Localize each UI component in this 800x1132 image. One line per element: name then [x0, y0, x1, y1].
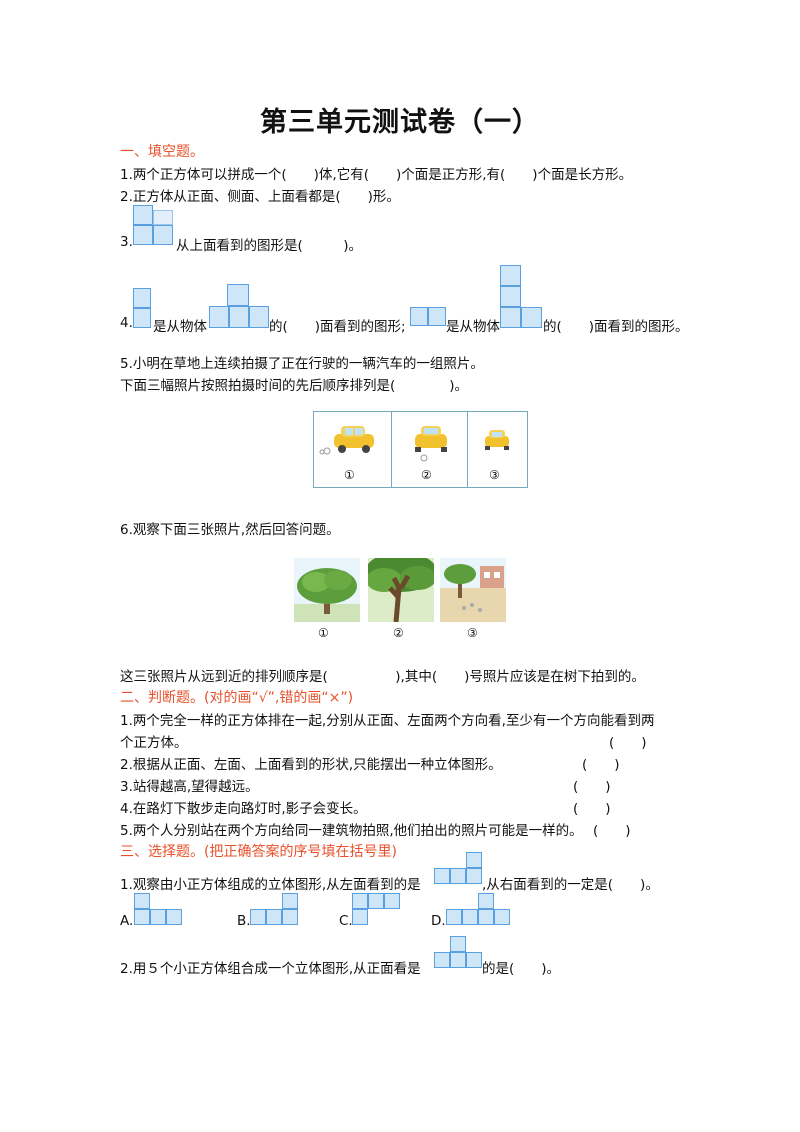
choice-option-c-figure[interactable] [352, 893, 400, 925]
fill-q4-number: 4. [120, 315, 133, 331]
fill-q4-text2: 的( )面看到的图形; [269, 319, 406, 335]
fill-q5-line2: 下面三幅照片按照拍摄时间的先后顺序排列是( )。 [120, 378, 469, 394]
tree-under-icon [365, 552, 437, 623]
cube-figure-choice2-front-view [434, 936, 482, 968]
fill-q5-line1: 5.小明在草地上连续拍摄了正在行驶的一辆汽车的一组照片。 [120, 356, 484, 372]
judge-q3: 3.站得越高,望得越远。 [120, 779, 259, 795]
choice-q1-text2: ,从右面看到的一定是( )。 [482, 877, 659, 893]
judge-q3-answer[interactable]: ( ) [573, 779, 611, 795]
choice-option-b-figure[interactable] [250, 893, 298, 925]
judge-q5: 5.两个人分别站在两个方向给同一建筑物拍照,他们拍出的照片可能是一样的。 [120, 823, 583, 839]
tree-photo-label-3: ③ [467, 626, 478, 640]
car-rear-icon [415, 426, 447, 462]
choice-q1-text1: 1.观察由小正方体组成的立体图形,从左面看到的是 [120, 877, 421, 893]
choice-q2-text1: 2.用５个小正方体组合成一个立体图形,从正面看是 [120, 961, 421, 977]
car-rear-small-icon [485, 430, 509, 450]
car-photo-strip: ① ② ③ [313, 411, 528, 488]
section-heading-fill: 一、填空题。 [120, 144, 204, 160]
cube-figure-q4-view2 [410, 307, 446, 327]
judge-q2-answer[interactable]: ( ) [582, 757, 620, 773]
choice-option-b-label[interactable]: B. [237, 913, 251, 929]
tree-photo-label-1: ① [318, 626, 329, 640]
choice-option-a-label[interactable]: A. [120, 913, 134, 929]
fill-q1: 1.两个正方体可以拼成一个( )体,它有( )个面是正方形,有( )个面是长方形… [120, 167, 633, 183]
section-heading-judge: 二、判断题。(对的画“√”,错的画“×”) [120, 690, 354, 706]
fill-q4-text1: 是从物体 [153, 319, 207, 335]
choice-option-d-label[interactable]: D. [431, 913, 446, 929]
car-side-icon [319, 426, 374, 455]
cube-figure-choice1-left-view [434, 852, 482, 884]
tree-photo-2 [365, 552, 437, 623]
fill-q4-text3: 是从物体 [446, 319, 500, 335]
car-photo-1: ① [314, 412, 392, 487]
fill-q2: 2.正方体从正面、侧面、上面看都是( )形。 [120, 189, 400, 205]
page-title: 第三单元测试卷（一） [260, 107, 540, 138]
cube-figure-q4-view1 [133, 288, 153, 328]
fill-q3-number: 3. [120, 234, 133, 250]
car-photo-label-1: ① [344, 468, 355, 482]
car-photo-label-3: ③ [489, 468, 500, 482]
judge-q4-answer[interactable]: ( ) [573, 801, 611, 817]
choice-q2-text2: 的是( )。 [482, 961, 561, 977]
cube-figure-q4-object2 [500, 265, 542, 328]
judge-q2: 2.根据从正面、左面、上面看到的形状,只能摆出一种立体图形。 [120, 757, 502, 773]
cube-figure-q3 [133, 205, 175, 247]
fill-q6-line2: 这三张照片从远到近的排列顺序是( ),其中( )号照片应该是在树下拍到的。 [120, 669, 645, 685]
judge-q1-line1: 1.两个完全一样的正方体排在一起,分别从正面、左面两个方向看,至少有一个方向能看… [120, 713, 655, 729]
judge-q5-answer[interactable]: ( ) [593, 823, 631, 839]
choice-option-c-label[interactable]: C. [339, 913, 353, 929]
judge-q4: 4.在路灯下散步走向路灯时,影子会变长。 [120, 801, 367, 817]
car-photo-3: ③ [467, 412, 527, 487]
tree-photo-3 [440, 558, 506, 622]
section-heading-choice: 三、选择题。(把正确答案的序号填在括号里) [120, 844, 397, 860]
fill-q6-line1: 6.观察下面三张照片,然后回答问题。 [120, 522, 340, 538]
fill-q4-text4: 的( )面看到的图形。 [543, 319, 689, 335]
choice-option-d-figure[interactable] [446, 893, 510, 925]
car-photo-label-2: ② [421, 468, 432, 482]
judge-q1-line2: 个正方体。 [120, 735, 188, 751]
judge-q1-answer[interactable]: ( ) [609, 735, 647, 751]
cube-figure-q4-object1 [209, 284, 269, 328]
tree-photo-1 [294, 558, 360, 622]
tree-photo-label-2: ② [393, 626, 404, 640]
choice-option-a-figure[interactable] [134, 893, 182, 925]
fill-q3-text: 从上面看到的图形是( )。 [176, 238, 363, 254]
tree-scene-icon [440, 558, 506, 622]
car-photo-2: ② [391, 412, 468, 487]
tree-far-icon [294, 558, 360, 622]
